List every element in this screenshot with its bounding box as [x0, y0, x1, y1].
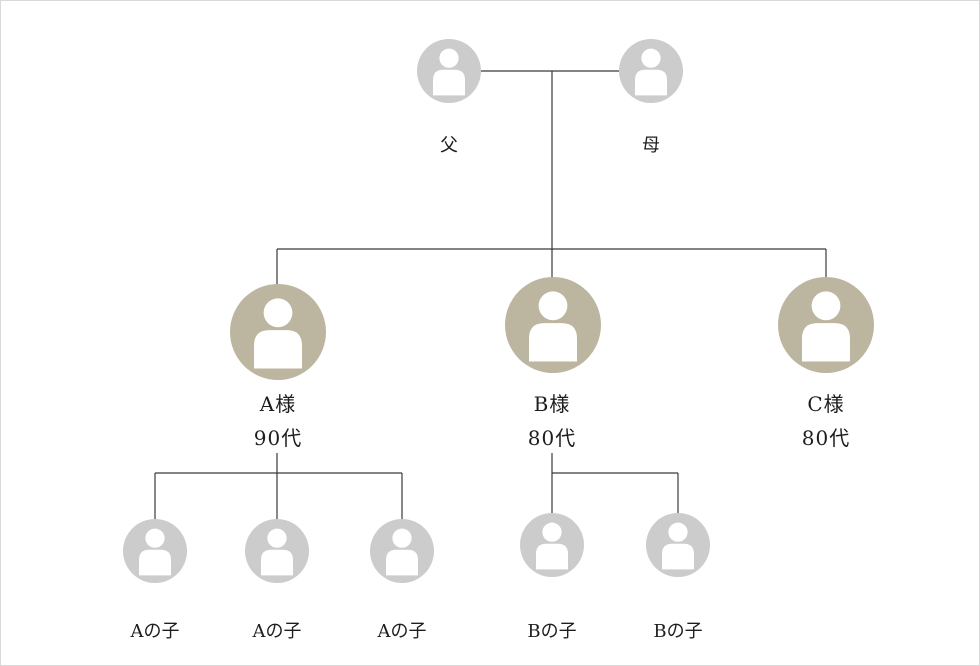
person-icon — [123, 519, 187, 583]
person-icon — [619, 39, 683, 103]
sibling-name: A様 — [259, 392, 297, 416]
mother-label: 母 — [642, 135, 660, 156]
sibling-age: 90代 — [253, 426, 303, 450]
person-icon — [230, 284, 326, 380]
person-icon — [520, 513, 584, 577]
sibling-age: 80代 — [527, 426, 577, 450]
sibling-age: 80代 — [801, 426, 851, 450]
child-label: Aの子 — [252, 621, 302, 642]
person-icon — [646, 513, 710, 577]
person-icon — [778, 277, 874, 373]
person-icon — [245, 519, 309, 583]
child-label: Bの子 — [527, 621, 577, 642]
child-label: Aの子 — [130, 621, 180, 642]
child-label: Bの子 — [653, 621, 703, 642]
sibling-name: C様 — [807, 392, 845, 416]
father-label: 父 — [440, 135, 458, 156]
child-label: Aの子 — [377, 621, 427, 642]
person-icon — [505, 277, 601, 373]
person-icon — [417, 39, 481, 103]
person-icon — [370, 519, 434, 583]
sibling-name: B様 — [533, 392, 571, 416]
